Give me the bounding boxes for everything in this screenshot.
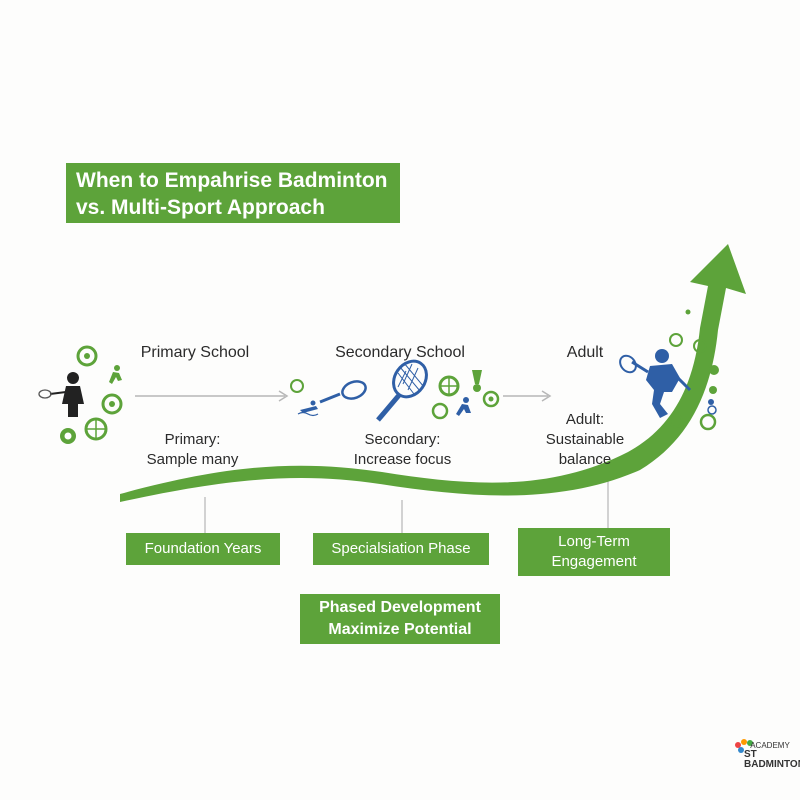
primary-icons xyxy=(38,345,123,444)
stage-note-primary-line2: Sample many xyxy=(146,451,239,468)
stage-note-secondary: Secondary: Increase focus xyxy=(335,430,470,470)
small-dot-icon xyxy=(709,386,717,394)
phase-connectors xyxy=(204,480,609,533)
ball-icon-5 xyxy=(693,339,707,353)
phase-engagement: Long-Term Engagement xyxy=(518,528,670,576)
runner-icon-2 xyxy=(456,397,471,416)
stage-note-adult-line3: balance xyxy=(558,451,612,468)
player-racket-icon xyxy=(619,354,637,374)
ball-icon-7 xyxy=(669,414,683,428)
phase-engagement-line1: Long-Term xyxy=(558,533,630,550)
soccer-ball-icon xyxy=(76,345,98,367)
stage-note-adult-line2: Sustainable xyxy=(545,431,625,448)
stage-note-primary-line1: Primary: xyxy=(164,431,221,448)
academy-logo: ACADEMY ST BADMINTON xyxy=(744,741,800,770)
ball-icon-2 xyxy=(431,402,449,420)
title-line-2: vs. Multi-Sport Approach xyxy=(76,196,325,219)
phase-engagement-line2: Engagement xyxy=(551,553,637,570)
academy-logo-icon xyxy=(735,739,753,753)
swimmer-icon xyxy=(297,400,319,417)
cyclist-icon xyxy=(707,399,717,415)
arrow-head-1 xyxy=(278,390,289,402)
shuttlecock-icon xyxy=(472,370,482,392)
stage-note-adult: Adult: Sustainable balance xyxy=(530,410,640,470)
summary-line-1: Phased Development xyxy=(319,599,481,616)
title-box: When to Empahrise Badminton vs. Multi-Sp… xyxy=(66,163,400,223)
shuttle-dot-icon xyxy=(685,309,691,315)
stage-note-adult-line1: Adult: xyxy=(565,411,605,428)
logo-line-3: BADMINTON xyxy=(744,759,800,770)
runner-icon xyxy=(109,365,122,384)
summary-box: Phased Development Maximize Potential xyxy=(300,594,500,644)
ball-icon-3 xyxy=(482,390,500,408)
small-ball-icon xyxy=(290,379,304,393)
stage-note-secondary-line1: Secondary: xyxy=(364,431,441,448)
ball-icon-6 xyxy=(699,413,717,431)
logo-line-1: ACADEMY xyxy=(750,741,790,750)
ball-icon-4 xyxy=(669,333,683,347)
badminton-player-icon xyxy=(631,349,692,418)
stage-arrows xyxy=(135,390,552,402)
volleyball-icon xyxy=(438,375,460,397)
ball-icon xyxy=(101,393,123,415)
title-line-1: When to Empahrise Badminton xyxy=(76,169,388,192)
stage-label-secondary: Secondary School xyxy=(335,344,465,361)
small-racket-icon xyxy=(319,380,367,404)
stage-label-adult: Adult xyxy=(566,344,604,361)
dot-icon xyxy=(709,365,719,375)
logo-line-2: ST xyxy=(744,749,757,760)
stage-note-secondary-line2: Increase focus xyxy=(353,451,452,468)
adult-icons xyxy=(619,309,719,431)
badminton-racket-icon xyxy=(376,359,428,422)
stage-label-primary: Primary School xyxy=(140,344,250,361)
summary-line-2: Maximize Potential xyxy=(328,621,472,638)
arrow-head-2 xyxy=(541,390,552,402)
phase-specialisation: Specialsiation Phase xyxy=(313,533,489,565)
stage-note-primary: Primary: Sample many xyxy=(125,430,260,470)
child-figure-icon xyxy=(38,372,84,417)
phase-foundation: Foundation Years xyxy=(126,533,280,565)
secondary-icons xyxy=(290,359,500,422)
